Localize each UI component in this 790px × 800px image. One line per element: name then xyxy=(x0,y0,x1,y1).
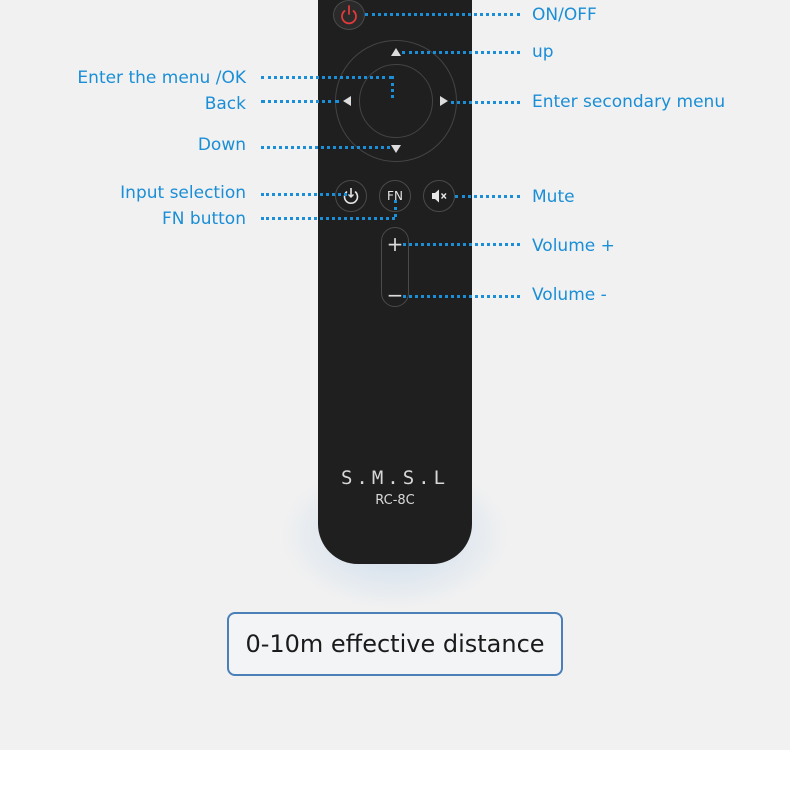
volume-rocker xyxy=(381,227,409,307)
minus-icon: − xyxy=(386,283,404,307)
label-volume-up: Volume + xyxy=(532,236,615,256)
label-enter-menu-ok: Enter the menu /OK xyxy=(77,68,246,88)
label-input-selection: Input selection xyxy=(120,183,246,203)
ok-button[interactable] xyxy=(359,64,433,138)
plus-icon: + xyxy=(386,232,404,256)
model-label: RC-8C xyxy=(375,493,415,508)
label-volume-down: Volume - xyxy=(532,285,607,305)
label-fn-button: FN button xyxy=(162,209,246,229)
mute-button[interactable] xyxy=(423,180,455,212)
label-mute: Mute xyxy=(532,187,575,207)
connector-back xyxy=(261,100,339,103)
label-down: Down xyxy=(197,135,246,155)
label-up: up xyxy=(532,42,554,62)
fn-button-label: FN xyxy=(387,189,403,203)
volume-down-button[interactable]: − xyxy=(381,281,409,309)
dpad-up-arrow-icon[interactable] xyxy=(391,48,401,56)
power-icon xyxy=(341,5,357,25)
input-icon xyxy=(343,188,359,204)
connector-enter-secondary xyxy=(451,101,520,104)
distance-caption: 0-10m effective distance xyxy=(245,630,545,658)
power-button[interactable] xyxy=(333,0,365,30)
dpad-right-arrow-icon[interactable] xyxy=(440,96,448,106)
connector-on-off xyxy=(365,13,520,16)
dpad-down-arrow-icon[interactable] xyxy=(391,145,401,153)
connector-fn-button-rise xyxy=(394,200,397,217)
connector-volume-up xyxy=(403,243,520,246)
mute-icon xyxy=(432,189,447,203)
connector-enter-menu xyxy=(261,76,392,79)
label-enter-secondary-menu: Enter secondary menu xyxy=(532,92,726,112)
connector-volume-down xyxy=(403,295,520,298)
connector-enter-menu-drop xyxy=(391,76,394,98)
connector-up xyxy=(402,51,520,54)
dpad-left-arrow-icon[interactable] xyxy=(343,96,351,106)
connector-down xyxy=(261,146,390,149)
volume-up-button[interactable]: + xyxy=(381,230,409,258)
input-selection-button[interactable] xyxy=(335,180,367,212)
connector-fn-button xyxy=(261,217,395,220)
connector-mute xyxy=(455,195,520,198)
brand-logo: S.M.S.L xyxy=(340,467,450,489)
label-back: Back xyxy=(204,94,246,114)
connector-input-selection xyxy=(261,193,347,196)
label-on-off: ON/OFF xyxy=(532,5,597,25)
distance-caption-box: 0-10m effective distance xyxy=(227,612,563,676)
